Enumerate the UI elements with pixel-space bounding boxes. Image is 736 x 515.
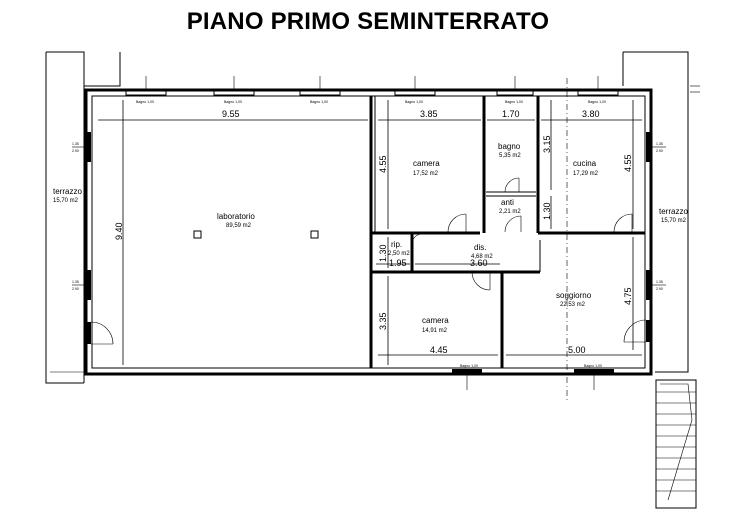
bottom-windows: Bagno 1,00 Bagno 1,00 [452,364,614,390]
room-laboratorio-name: laboratorio [217,212,255,221]
svg-text:Bagno 1,00: Bagno 1,00 [136,100,154,104]
room-labels: laboratorio 89,59 m2 camera 17,52 m2 bag… [53,142,688,334]
svg-text:2.90: 2.90 [656,149,663,153]
svg-text:Bagno 1,00: Bagno 1,00 [310,100,328,104]
svg-text:1.35: 1.35 [72,280,79,284]
room-cucina-area: 17,29 m2 [573,171,599,177]
right-windows: 1.35 2.90 1.35 2.90 [623,132,666,343]
svg-text:Bagno 1,00: Bagno 1,00 [505,100,523,104]
column-left [193,230,202,239]
top-windows [125,76,619,96]
room-rip-area: 2,50 m2 [388,251,410,257]
column-right [310,230,319,239]
terrace-left-upper [84,52,121,87]
room-camera-top-name: camera [413,159,440,168]
dim-rip-height: 1.30 [378,244,388,262]
plan-title: PIANO PRIMO SEMINTERRATO [186,8,550,35]
svg-text:1.35: 1.35 [656,142,663,146]
terrace-right-outline [622,51,700,373]
svg-text:Bagno 1,00: Bagno 1,00 [460,364,478,368]
svg-text:2.90: 2.90 [656,287,663,291]
dim-cucina-height: 4.55 [623,154,633,172]
left-windows: 1.35 2.90 1.35 2.90 [72,132,114,345]
room-laboratorio-area: 89,59 m2 [226,223,252,229]
terrace-left-outline [45,51,85,384]
dim-anti-height: 1.30 [542,202,552,220]
svg-text:Bagno 1,00: Bagno 1,00 [224,100,242,104]
room-terrazzo-left-area: 15,70 m2 [53,198,79,204]
interior-doors [411,177,633,291]
room-terrazzo-left-name: terrazzo [53,187,82,196]
room-camera-bottom-area: 14,91 m2 [422,328,448,334]
dim-camera-top-height: 4.55 [378,155,388,173]
dim-rip-width: 1.95 [389,258,407,268]
room-dis-name: dis. [474,243,486,252]
room-camera-top-area: 17,52 m2 [413,171,439,177]
dim-bagno-height: 3.15 [542,135,552,153]
dim-lab-height: 9.40 [114,222,124,240]
top-window-labels: Bagno 1,00 Bagno 1,00 Bagno 1,00 Bagno 1… [136,100,606,104]
dim-lab-width: 9.55 [222,109,240,119]
svg-text:Bagno 1,00: Bagno 1,00 [405,100,423,104]
room-terrazzo-right-name: terrazzo [659,207,688,216]
interior-walls [369,96,645,368]
dimension-labels: 9.55 9.40 3.85 4.55 1.70 3.15 1.30 3.80 … [114,109,633,355]
svg-text:Bagno 1,00: Bagno 1,00 [588,100,606,104]
room-camera-bottom-name: camera [422,316,449,325]
room-bagno-name: bagno [498,142,521,151]
svg-text:1.35: 1.35 [656,280,663,284]
svg-text:1.35: 1.35 [72,142,79,146]
dimension-lines [98,100,642,365]
room-rip-name: rip. [391,240,402,249]
dim-bagno-width: 1.70 [502,109,520,119]
room-soggiorno-name: soggiorno [556,291,592,300]
room-dis-area: 4,68 m2 [471,254,493,260]
dim-soggiorno-height: 4.75 [623,287,633,305]
room-bagno-area: 5,35 m2 [499,153,521,159]
svg-text:Bagno 1,00: Bagno 1,00 [584,364,602,368]
svg-text:2.90: 2.90 [72,287,79,291]
dim-cucina-width: 3.80 [582,109,600,119]
svg-text:2.90: 2.90 [72,149,79,153]
dim-camera-top-width: 3.85 [420,109,438,119]
dim-soggiorno-width: 5.00 [568,345,586,355]
room-terrazzo-right-area: 15,70 m2 [661,218,687,224]
room-cucina-name: cucina [573,159,597,168]
dim-camera-bottom-width: 4.45 [430,345,448,355]
dim-dis-width: 3.60 [470,258,488,268]
dim-camera-bottom-height: 3.35 [378,312,388,330]
stairs [655,379,697,509]
room-anti-name: anti [501,198,514,207]
room-soggiorno-area: 22,53 m2 [560,302,586,308]
room-anti-area: 2,21 m2 [499,209,521,215]
